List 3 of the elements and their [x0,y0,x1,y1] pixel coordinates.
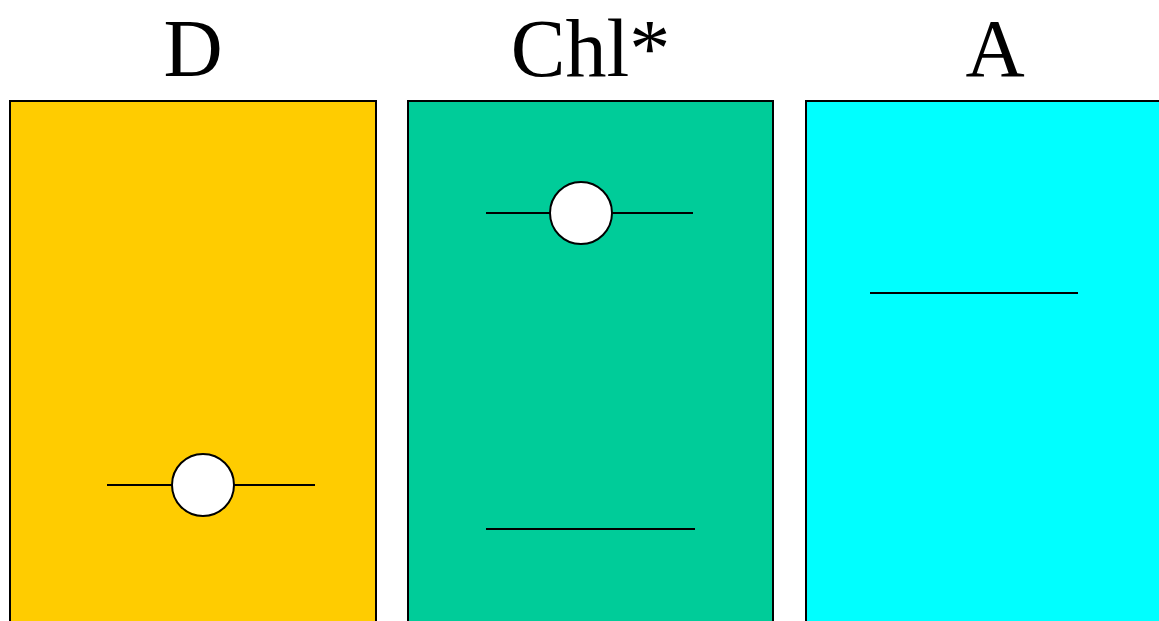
panel-heading: D [162,2,224,96]
panel-heading: Chl* [509,2,672,96]
panel-heading: A [964,2,1026,96]
